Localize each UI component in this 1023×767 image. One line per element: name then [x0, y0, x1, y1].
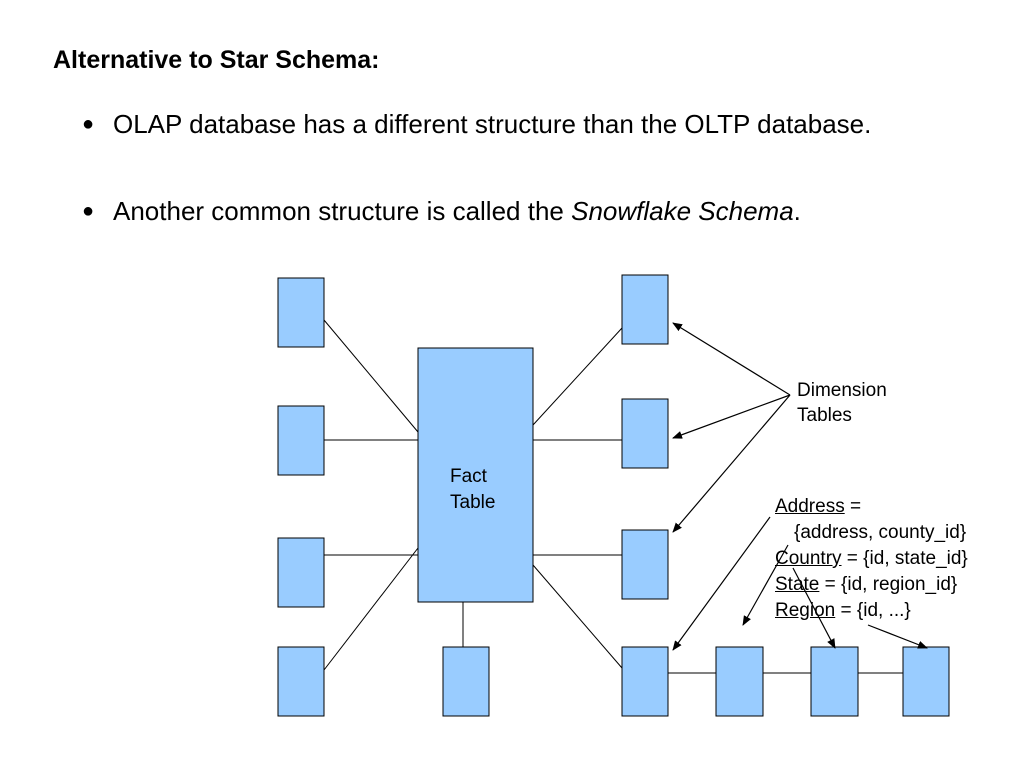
bullet-dot: ●: [82, 113, 95, 135]
dimension-table-box: [277, 277, 325, 348]
state-table-box: [810, 646, 859, 717]
bullet-dot: ●: [82, 200, 95, 222]
dimension-table-box: [621, 529, 669, 600]
arrow: [742, 544, 789, 626]
connector-lines: [323, 319, 903, 674]
arrow: [792, 567, 836, 649]
address-table-box: [621, 646, 669, 717]
connector-line: [532, 564, 623, 669]
definition-value: = {id, region_id}: [819, 574, 958, 595]
definition-value: {address, county_id}: [794, 522, 967, 543]
bullet-emphasis: Snowflake Schema: [571, 196, 794, 226]
connector-line: [323, 319, 419, 433]
dimension-table-box: [442, 646, 490, 717]
bullet-suffix: .: [793, 196, 801, 226]
definition-state: State = {id, region_id}: [775, 572, 968, 598]
definition-name: Region: [775, 600, 836, 621]
connector-line: [323, 547, 419, 671]
arrow: [672, 322, 791, 396]
slide-title: Alternative to Star Schema:: [53, 46, 380, 74]
connector-line: [532, 327, 623, 426]
dimension-table-box: [277, 405, 325, 476]
bullet-text: Another common structure is called the S…: [113, 194, 903, 228]
definition-address: Address =: [775, 494, 968, 520]
bullet-prefix: Another common structure is called the: [113, 196, 572, 226]
dimension-table-box: [621, 274, 669, 345]
arrow: [672, 394, 791, 533]
snowflake-definitions: Address = {address, county_id} Country =…: [775, 494, 968, 624]
definition-country: Country = {id, state_id}: [775, 546, 968, 572]
definition-value: = {id, state_id}: [841, 548, 968, 569]
arrow: [672, 394, 791, 439]
definition-name: State: [775, 574, 820, 595]
arrow: [867, 624, 928, 649]
country-table-box: [715, 646, 764, 717]
arrow: [672, 516, 771, 651]
definition-name: Country: [775, 548, 842, 569]
fact-table-box: [417, 347, 534, 603]
dimension-tables-label: Tables: [797, 405, 852, 426]
definition-name: Address: [775, 496, 845, 517]
dimension-tables-label: Dimension: [797, 380, 887, 401]
definition-region: Region = {id, ...}: [775, 598, 968, 624]
definition-value: =: [844, 496, 862, 517]
definition-value: = {id, ...}: [835, 600, 911, 621]
region-table-box: [902, 646, 950, 717]
fact-table-label: Table: [450, 492, 495, 513]
dimension-table-box: [277, 537, 325, 608]
fact-table-label: Fact: [450, 466, 488, 487]
annotation-arrows: [672, 322, 928, 651]
dimension-table-box: [277, 646, 325, 717]
definition-address-fields: {address, county_id}: [775, 520, 968, 546]
bullet-text: OLAP database has a different structure …: [113, 109, 872, 139]
dimension-table-box: [621, 398, 669, 469]
